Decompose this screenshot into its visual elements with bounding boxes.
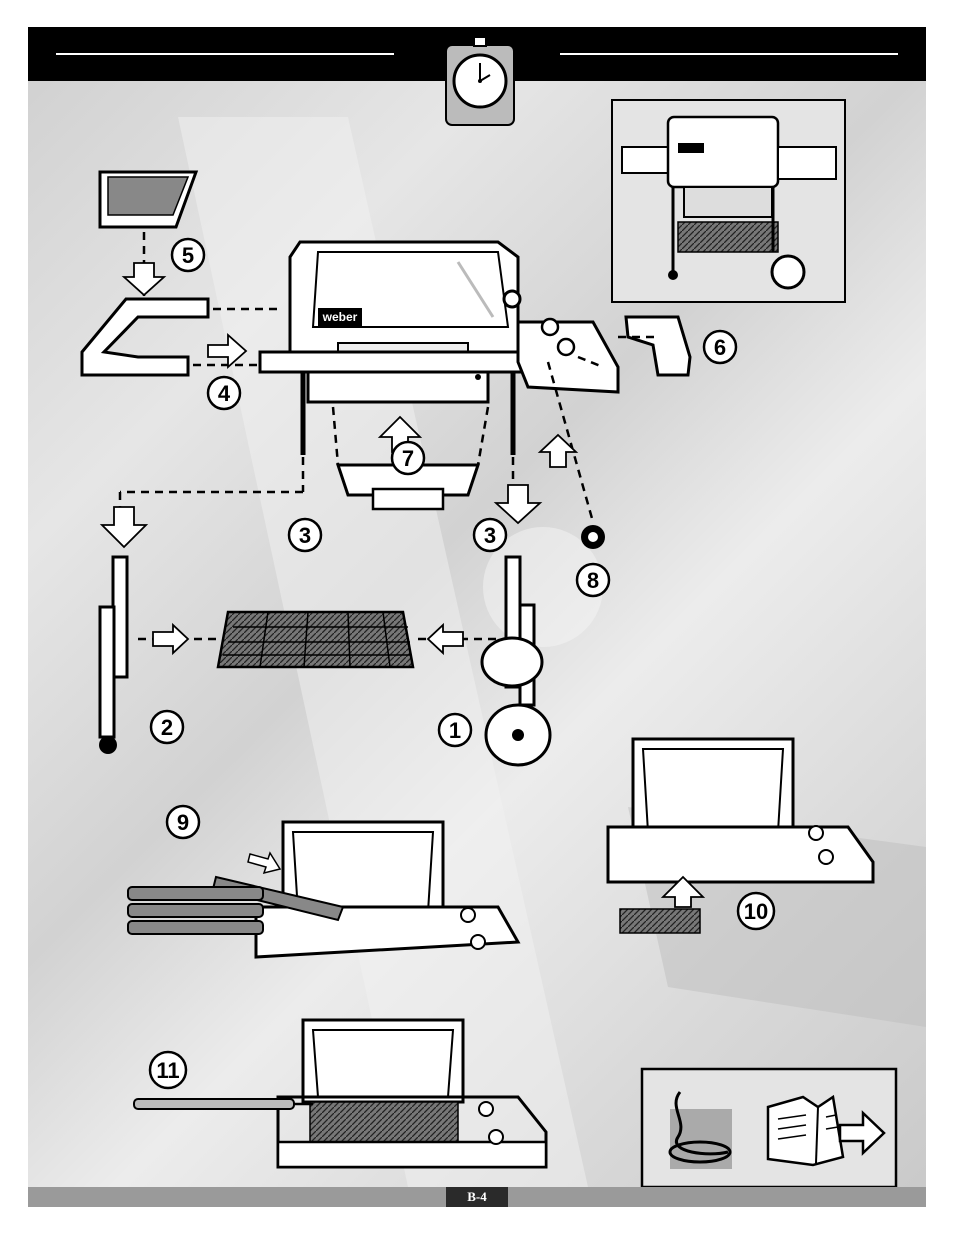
svg-text:6: 6 [714,335,726,360]
assembly-page: weber [28,27,926,1207]
step-badge-7: 7 [392,442,424,474]
hose-manual-box [642,1069,896,1187]
svg-text:4: 4 [218,381,231,406]
stopwatch-icon [446,37,514,125]
svg-text:11: 11 [156,1058,179,1083]
step-badge-8: 8 [577,564,609,596]
step-badge-3-right: 3 [474,519,506,551]
step-badge-9: 9 [167,806,199,838]
svg-text:10: 10 [744,899,768,924]
svg-text:3: 3 [299,523,311,548]
svg-text:5: 5 [182,243,194,268]
manual-book-icon [768,1097,843,1165]
bottom-shelf [218,612,413,667]
step-badge-2: 2 [151,711,183,743]
footer-bar: B-4 [28,1187,926,1207]
svg-text:8: 8 [587,568,599,593]
assembly-illustration: weber [28,27,926,1207]
caster-wheel [581,525,605,549]
step-badge-10: 10 [738,893,774,929]
svg-text:9: 9 [177,810,189,835]
svg-text:1: 1 [449,718,461,743]
step-badge-5: 5 [172,239,204,271]
page-number: B-4 [446,1187,508,1207]
frame-leg-left [99,557,127,754]
grill-logo: weber [322,310,358,324]
step-badge-6: 6 [704,331,736,363]
svg-text:2: 2 [161,715,173,740]
step-badge-3-left: 3 [289,519,321,551]
svg-text:3: 3 [484,523,496,548]
step-badge-4: 4 [208,377,240,409]
step-badge-11: 11 [150,1052,186,1088]
assembled-grill-inset [612,100,845,302]
svg-text:7: 7 [402,446,414,471]
step-badge-1: 1 [439,714,471,746]
side-handle-right [626,317,690,375]
